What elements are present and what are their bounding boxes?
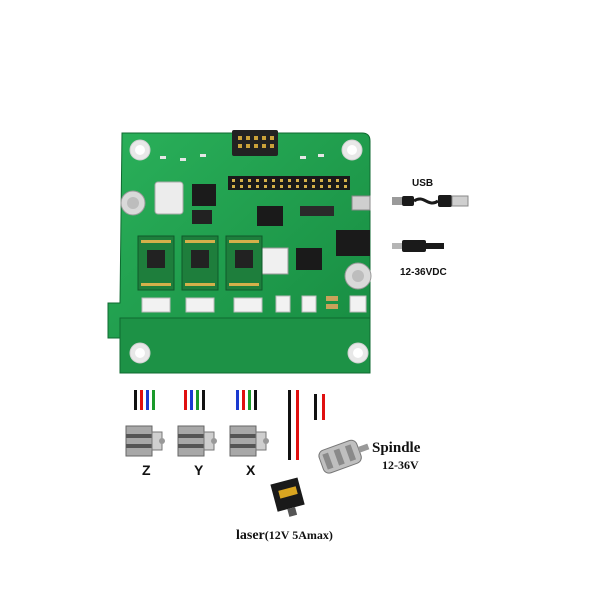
- axis-label-z: Z: [142, 462, 151, 478]
- controller-board: [107, 130, 372, 374]
- spindle-voltage: 12-36V: [382, 458, 419, 472]
- spindle-title: Spindle: [372, 440, 421, 456]
- laser-wire-red: [296, 390, 299, 460]
- spindle-wire-black: [314, 394, 317, 420]
- stepper-wire: [190, 390, 193, 410]
- stepper-wire: [134, 390, 137, 410]
- mcu-chip: [257, 206, 283, 226]
- stepper-driver-z: [137, 235, 175, 291]
- stepper-motor-y: [176, 420, 220, 465]
- stepper-motor-z: [124, 420, 168, 465]
- stepper-wire: [248, 390, 251, 410]
- stepper-wire: [140, 390, 143, 410]
- stepper-motor-icon: [229, 425, 269, 457]
- stepper-wire: [254, 390, 257, 410]
- stepper-wire: [146, 390, 149, 410]
- stepper-wire: [196, 390, 199, 410]
- stepper-wire: [202, 390, 205, 410]
- laser-label: laser(12V 5Amax): [236, 526, 333, 544]
- power-label: 12-36VDC: [400, 267, 447, 278]
- stepper-wire: [236, 390, 239, 410]
- stepper-wire: [242, 390, 245, 410]
- top-header: [232, 130, 278, 156]
- stepper-motor-x: [228, 420, 272, 465]
- axis-label-x: X: [246, 462, 256, 478]
- laser-module-icon: [270, 477, 305, 517]
- spindle-wire-red: [322, 394, 325, 420]
- usb-port: [351, 195, 371, 211]
- inductor: [154, 181, 184, 215]
- laser-label-spec: (12V 5Amax): [264, 528, 333, 542]
- laser-label-main: laser: [236, 528, 265, 543]
- stepper-wire: [152, 390, 155, 410]
- usb-cable-icon: [392, 195, 469, 207]
- laser-wire-black: [288, 390, 291, 460]
- dc-jack: [336, 230, 370, 256]
- stepper-driver-y: [181, 235, 219, 291]
- axis-label-y: Y: [194, 462, 204, 478]
- dc-plug-icon: [392, 240, 444, 252]
- spindle-motor-icon: [318, 439, 370, 474]
- stepper-wire: [184, 390, 187, 410]
- stepper-motor-icon: [177, 425, 217, 457]
- stepper-motor-icon: [125, 425, 165, 457]
- usb-label: USB: [412, 178, 434, 189]
- stepper-driver-x: [225, 235, 263, 291]
